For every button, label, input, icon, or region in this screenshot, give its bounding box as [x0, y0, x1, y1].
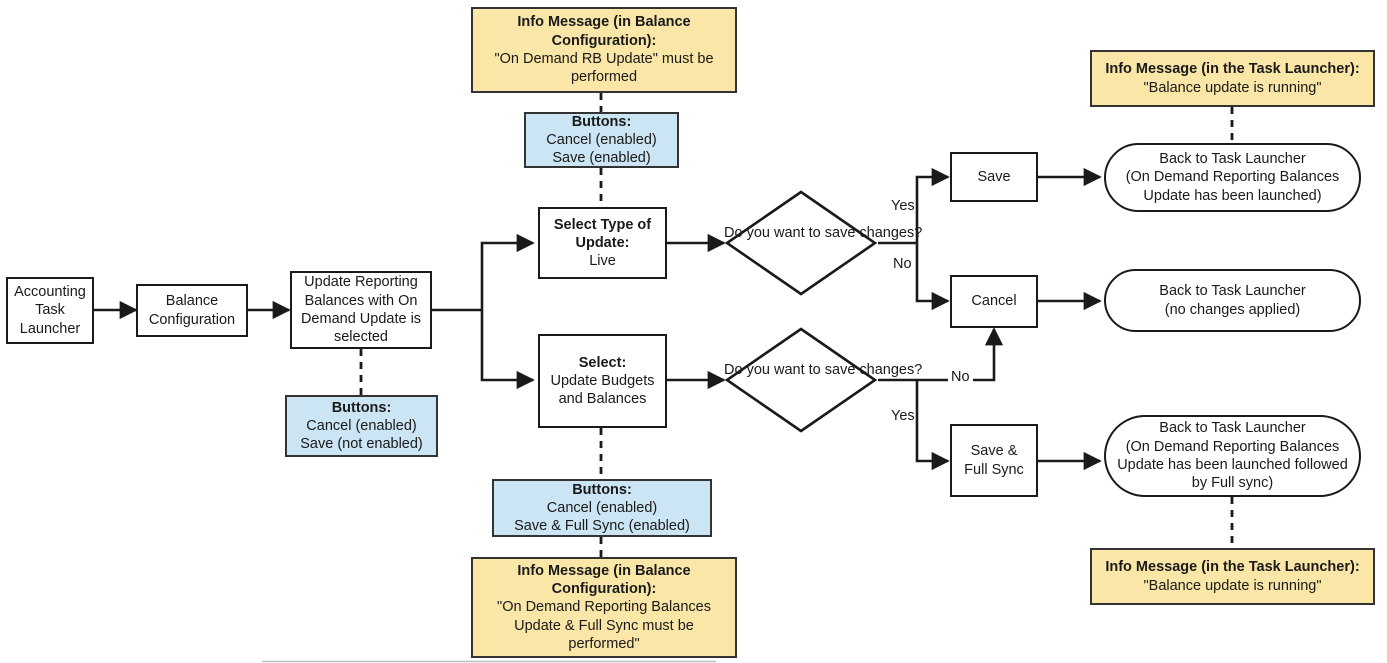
- decision-line: Do you want to: [724, 225, 821, 241]
- node-line: Update has been launched): [1143, 187, 1322, 204]
- note-heading: Info Message (in the Task Launcher):: [1105, 61, 1360, 78]
- edge-decision-bottom-no: [917, 327, 1004, 382]
- node-line: selected: [333, 329, 388, 346]
- note-line: "Balance update is running": [1143, 79, 1322, 96]
- node-line: Update has been launched followed: [1117, 457, 1348, 473]
- edge-decision-top-no: [915, 243, 950, 311]
- node-save[interactable]: Save: [950, 152, 1038, 202]
- note-line: Cancel (enabled): [546, 499, 658, 516]
- note-info-balance-configuration-top: Info Message (in Balance Configuration):…: [471, 7, 737, 93]
- node-select-type-of-update[interactable]: Select Type of Update: Live: [538, 207, 667, 279]
- node-line: and Balances: [558, 391, 647, 408]
- node-line: Balance: [165, 293, 219, 310]
- node-line: Live: [589, 253, 616, 270]
- note-heading: Info Message (in the Task Launcher):: [1105, 559, 1360, 576]
- node-cancel[interactable]: Cancel: [950, 275, 1038, 328]
- note-line: Save & Full Sync (enabled): [514, 518, 690, 535]
- note-line: Cancel (enabled): [306, 417, 417, 434]
- node-line: Back to Task Launcher: [1159, 420, 1306, 437]
- node-line: Select:: [578, 354, 627, 371]
- note-heading: Buttons:: [572, 481, 632, 498]
- note-line: "On Demand RB Update" must be: [494, 51, 714, 67]
- edge-branch-to-budgets: [480, 310, 535, 390]
- note-line: Update & Full Sync must be: [514, 617, 694, 634]
- diamond-shape-bottom: [724, 327, 878, 433]
- node-decision-save-changes-top[interactable]: [724, 189, 878, 297]
- node-line: Balances with On: [304, 292, 418, 309]
- node-line: Select Type of: [553, 216, 652, 233]
- node-line: (no changes applied): [1164, 301, 1301, 318]
- edge-branch-to-live: [480, 233, 535, 310]
- note-line: performed": [568, 635, 640, 652]
- edge-label-top-no: No: [893, 256, 912, 272]
- note-line: "On Demand Reporting Balances: [497, 599, 711, 616]
- node-line: Back to Task Launcher: [1159, 283, 1306, 300]
- node-line: Save &: [970, 443, 1018, 460]
- node-line: Full Sync: [964, 461, 1024, 478]
- node-line: Update:: [575, 234, 630, 251]
- note-info-task-launcher-top: Info Message (in the Task Launcher): "Ba…: [1090, 50, 1375, 107]
- note-heading: Configuration):: [551, 581, 657, 598]
- node-line: by Full sync): [1191, 475, 1274, 492]
- note-heading: Info Message (in Balance: [517, 562, 691, 579]
- node-line: Task: [35, 302, 65, 319]
- node-line: Back to Task Launcher: [1159, 151, 1306, 168]
- node-line: Save: [977, 168, 1011, 185]
- decision-line: save changes?: [824, 362, 923, 378]
- node-balance-configuration[interactable]: Balance Configuration: [136, 284, 248, 337]
- decision-line: save changes?: [824, 225, 923, 241]
- edge-decision-top-yes: [915, 167, 950, 243]
- note-heading: Buttons:: [331, 399, 392, 416]
- note-line: Save (not enabled): [300, 436, 423, 453]
- note-line: "Balance update is running": [1143, 577, 1322, 594]
- node-back-to-task-launcher-no-changes[interactable]: Back to Task Launcher (no changes applie…: [1104, 269, 1361, 332]
- edge-label-top-yes: Yes: [891, 198, 915, 214]
- note-buttons-update-reporting-balances: Buttons: Cancel (enabled) Save (not enab…: [285, 395, 438, 457]
- note-line: Cancel (enabled): [546, 131, 657, 148]
- node-save-and-full-sync[interactable]: Save & Full Sync: [950, 424, 1038, 497]
- diamond-shape-top: [724, 190, 878, 296]
- note-buttons-live: Buttons: Cancel (enabled) Save (enabled): [524, 112, 679, 168]
- node-line: Update Budgets: [550, 372, 655, 389]
- note-heading: Buttons:: [571, 113, 632, 130]
- edge-decision-bottom-yes: [915, 380, 950, 471]
- note-buttons-save-full-sync: Buttons: Cancel (enabled) Save & Full Sy…: [492, 479, 712, 537]
- node-line: Launcher: [19, 320, 81, 337]
- node-line: (On Demand Reporting Balances: [1125, 438, 1340, 455]
- edge-label-bottom-yes: Yes: [891, 408, 915, 424]
- node-accounting-task-launcher[interactable]: Accounting Task Launcher: [6, 277, 94, 344]
- node-select-update-budgets-and-balances[interactable]: Select: Update Budgets and Balances: [538, 334, 667, 428]
- node-line: Update Reporting: [304, 274, 418, 291]
- decision-line: Do you want to: [724, 362, 821, 378]
- note-line: performed: [570, 69, 638, 86]
- decision-top-text: Do you want to save changes?: [724, 224, 922, 242]
- decision-bottom-text: Do you want to save changes?: [724, 361, 922, 379]
- node-line: Accounting: [14, 284, 86, 301]
- note-heading: Info Message (in Balance: [517, 14, 691, 31]
- node-back-to-task-launcher-full-sync[interactable]: Back to Task Launcher (On Demand Reporti…: [1104, 415, 1361, 497]
- node-line: (On Demand Reporting Balances: [1125, 169, 1340, 186]
- node-line: Cancel: [971, 293, 1017, 310]
- note-line: Save (enabled): [552, 150, 651, 167]
- note-info-task-launcher-bottom: Info Message (in the Task Launcher): "Ba…: [1090, 548, 1375, 605]
- node-line: Demand Update is: [300, 311, 422, 327]
- node-update-reporting-balances[interactable]: Update Reporting Balances with On Demand…: [290, 271, 432, 349]
- node-line: Configuration: [148, 311, 236, 328]
- node-back-to-task-launcher-launched[interactable]: Back to Task Launcher (On Demand Reporti…: [1104, 143, 1361, 212]
- note-info-balance-configuration-bottom: Info Message (in Balance Configuration):…: [471, 557, 737, 658]
- note-heading: Configuration):: [551, 32, 657, 49]
- edge-label-bottom-no: No: [948, 369, 973, 385]
- node-decision-save-changes-bottom[interactable]: [724, 326, 878, 434]
